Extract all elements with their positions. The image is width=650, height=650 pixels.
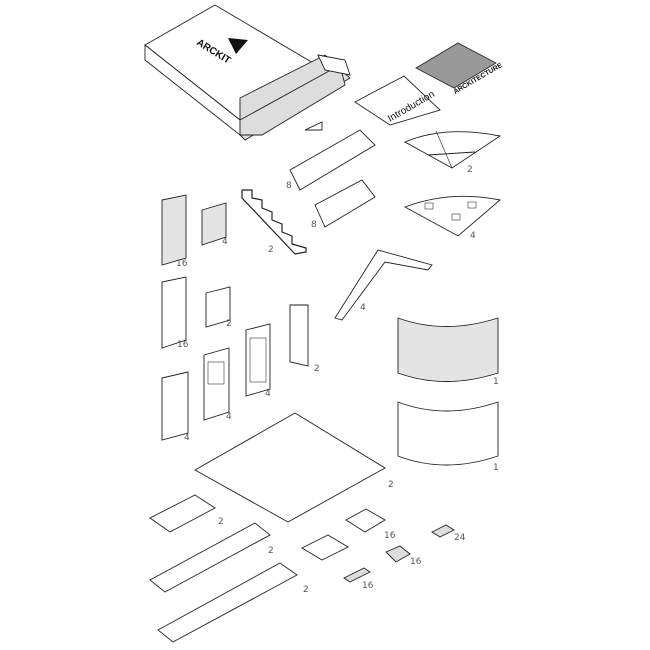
svg-text:2: 2	[314, 364, 320, 374]
roof-slab	[314, 179, 376, 228]
glass-panel-tall	[161, 194, 187, 266]
staircase	[241, 189, 307, 255]
svg-text:1: 1	[493, 463, 499, 473]
svg-text:2: 2	[268, 245, 274, 255]
svg-text:4: 4	[226, 412, 232, 422]
svg-text:2: 2	[218, 517, 224, 527]
curved-wall-panel	[397, 401, 499, 466]
quarter-floor-tile	[403, 130, 502, 169]
svg-text:2: 2	[467, 165, 473, 175]
door-frame-panel	[161, 371, 189, 441]
svg-text:2: 2	[303, 585, 309, 595]
svg-text:2: 2	[388, 480, 394, 490]
svg-text:16: 16	[176, 259, 188, 269]
base-plate-mini	[301, 534, 349, 561]
svg-text:1: 1	[493, 377, 499, 387]
quarter-base-plate	[403, 195, 501, 237]
corner-connector	[385, 545, 411, 563]
column	[289, 304, 309, 367]
floor-tile	[345, 508, 386, 533]
svg-text:4: 4	[265, 389, 271, 399]
svg-text:4: 4	[360, 303, 366, 313]
booklet-architecture: ARCKITECTURE	[415, 42, 504, 96]
strip-connector	[343, 567, 371, 583]
wall-panel-small	[205, 286, 231, 328]
svg-text:2: 2	[226, 319, 232, 329]
base-plate-medium	[149, 522, 271, 593]
svg-text:16: 16	[410, 557, 422, 567]
booklet-introduction: Introduction	[354, 75, 441, 126]
base-plate-long	[157, 562, 298, 643]
glass-panel-small	[201, 202, 227, 246]
svg-text:16: 16	[362, 581, 374, 591]
svg-text:16: 16	[384, 531, 396, 541]
arckit-logo-icon	[228, 38, 248, 54]
wall-panel-tall	[161, 276, 187, 349]
large-base-plate	[194, 412, 386, 523]
svg-text:24: 24	[454, 533, 466, 543]
arckit-box: ARCKIT	[144, 4, 351, 141]
roof-slab	[289, 129, 376, 191]
svg-text:2: 2	[268, 546, 274, 556]
svg-text:8: 8	[286, 181, 292, 191]
connector-clip	[431, 524, 455, 538]
corner-beam	[334, 249, 433, 321]
svg-text:16: 16	[177, 340, 189, 350]
svg-text:4: 4	[470, 231, 476, 241]
curved-glass-panel	[397, 317, 499, 382]
svg-text:8: 8	[311, 220, 317, 230]
base-plate-small	[149, 494, 216, 533]
svg-text:4: 4	[184, 433, 190, 443]
svg-text:4: 4	[222, 237, 228, 247]
